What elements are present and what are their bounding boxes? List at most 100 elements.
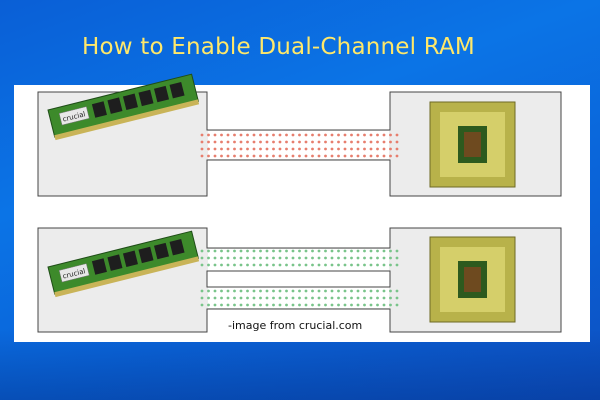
signal-dot	[369, 147, 373, 151]
signal-dot	[226, 147, 230, 151]
signal-dot	[330, 256, 334, 260]
signal-dot	[207, 289, 210, 293]
signal-dot	[330, 303, 334, 307]
signal-dot	[278, 296, 282, 300]
signal-dot	[376, 256, 379, 260]
signal-dot	[220, 147, 223, 151]
signal-dot	[213, 140, 217, 144]
signal-dot	[272, 133, 275, 137]
signal-dot	[207, 249, 210, 253]
signal-dot	[278, 249, 282, 253]
signal-dot	[343, 147, 347, 151]
signal-dot	[389, 303, 392, 307]
signal-dot	[213, 249, 217, 253]
signal-dot	[220, 140, 223, 144]
signal-dot	[298, 256, 301, 260]
signal-dot	[233, 303, 236, 307]
signal-dot	[233, 296, 236, 300]
signal-dot	[343, 263, 347, 267]
signal-dot	[265, 256, 269, 260]
signal-dot	[330, 154, 334, 158]
signal-dot	[376, 154, 379, 158]
signal-dot	[350, 263, 353, 267]
signal-dot	[291, 256, 295, 260]
signal-dot	[350, 296, 353, 300]
signal-dot	[226, 296, 230, 300]
signal-dot	[207, 263, 210, 267]
dual-channel-diagram: crucial	[37, 227, 562, 333]
signal-dot	[330, 296, 334, 300]
signal-dot	[298, 289, 301, 293]
signal-dot	[376, 289, 379, 293]
signal-dot	[330, 249, 334, 253]
signal-dot	[213, 289, 217, 293]
signal-dot	[259, 263, 262, 267]
signal-dot	[213, 256, 217, 260]
signal-dot	[369, 296, 373, 300]
signal-dot	[285, 256, 288, 260]
signal-dot	[389, 256, 392, 260]
signal-dot	[395, 154, 399, 158]
signal-dot	[278, 303, 282, 307]
signal-dot	[382, 249, 386, 253]
signal-dot	[233, 263, 236, 267]
signal-dot	[389, 296, 392, 300]
signal-dot	[278, 154, 282, 158]
signal-dot	[220, 154, 223, 158]
signal-dot	[213, 154, 217, 158]
signal-dot	[382, 133, 386, 137]
signal-dot	[376, 147, 379, 151]
signal-dot	[330, 147, 334, 151]
signal-dot	[200, 249, 204, 253]
signal-dot	[233, 256, 236, 260]
signal-dot	[389, 154, 392, 158]
signal-dot	[220, 133, 223, 137]
signal-dot	[356, 303, 360, 307]
signal-dot	[363, 133, 366, 137]
signal-dot	[239, 256, 243, 260]
signal-dot	[324, 303, 327, 307]
signal-dot	[382, 256, 386, 260]
signal-dot	[207, 133, 210, 137]
signal-dot	[291, 140, 295, 144]
signal-dot	[259, 133, 262, 137]
signal-dot	[200, 140, 204, 144]
signal-dot	[252, 296, 256, 300]
signal-dot	[200, 154, 204, 158]
signal-dot	[291, 263, 295, 267]
signal-dot	[207, 256, 210, 260]
signal-dot	[246, 296, 249, 300]
signal-dot	[317, 133, 321, 137]
signal-dot	[389, 263, 392, 267]
signal-dot	[200, 303, 204, 307]
signal-dot	[337, 249, 340, 253]
signal-dot	[343, 140, 347, 144]
signal-dot	[324, 296, 327, 300]
signal-dot	[291, 289, 295, 293]
signal-dot	[395, 263, 399, 267]
signal-dot	[272, 296, 275, 300]
signal-dot	[304, 256, 308, 260]
signal-dot	[324, 249, 327, 253]
signal-dot	[369, 303, 373, 307]
signal-dot	[337, 140, 340, 144]
signal-dot	[382, 263, 386, 267]
signal-dot	[265, 154, 269, 158]
signal-dot	[350, 289, 353, 293]
signal-dot	[265, 133, 269, 137]
signal-dot	[239, 147, 243, 151]
signal-dot	[246, 303, 249, 307]
signal-dot	[304, 154, 308, 158]
signal-dot	[265, 249, 269, 253]
signal-dot	[311, 289, 314, 293]
signal-dot	[285, 296, 288, 300]
signal-dot	[350, 303, 353, 307]
signal-dot	[395, 249, 399, 253]
signal-dot	[272, 249, 275, 253]
signal-dot	[389, 147, 392, 151]
signal-dot	[252, 147, 256, 151]
signal-dot	[356, 263, 360, 267]
signal-dot	[200, 256, 204, 260]
signal-dot	[298, 263, 301, 267]
signal-dot	[376, 303, 379, 307]
